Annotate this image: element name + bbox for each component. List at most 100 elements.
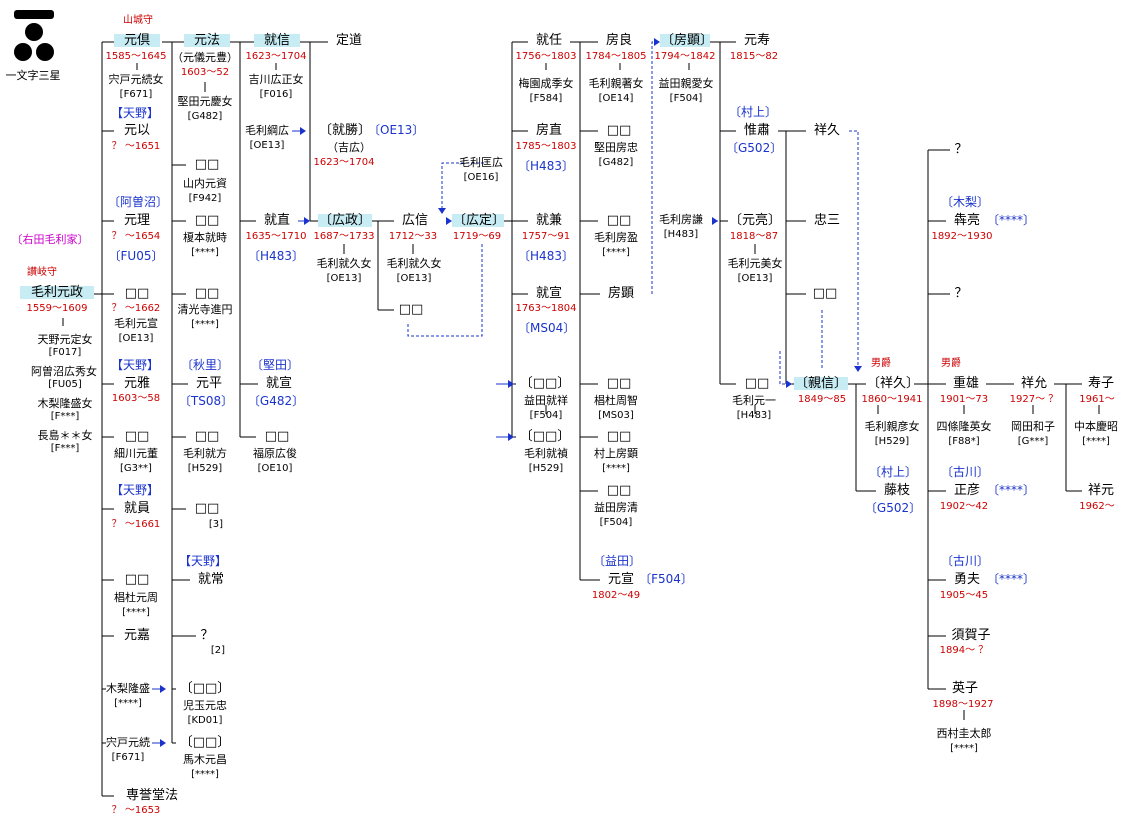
person-yoshimoto[interactable]: 祥元 xyxy=(1082,484,1120,497)
person-motonobu[interactable]: 元宣 xyxy=(600,573,642,586)
spouse-code: [F584] xyxy=(529,93,563,104)
person-motonori[interactable]: 元倶 xyxy=(114,34,160,47)
person-narikatsu[interactable]: 〔就勝〕 xyxy=(316,124,374,137)
adoption-label: 〔村上〕 xyxy=(866,466,920,478)
dates: 1719～69 xyxy=(452,231,502,242)
person-yoshihisa-adopted[interactable]: 〔祥久〕 xyxy=(866,376,920,391)
person-motohisa[interactable]: 元寿 xyxy=(736,34,778,47)
person-daughter[interactable]: □□ xyxy=(186,214,228,227)
person-masahiro[interactable]: 毛利匡広 xyxy=(459,156,503,169)
person-fujie[interactable]: 藤枝 xyxy=(876,484,918,497)
person-narinori[interactable]: 就宣 xyxy=(528,287,570,300)
person-motomasa-ga[interactable]: 元雅 xyxy=(114,377,160,390)
person-masahiko[interactable]: 正彦 xyxy=(946,484,988,497)
person-eiko[interactable]: 英子 xyxy=(946,682,984,695)
person-daughter[interactable]: □□ xyxy=(186,502,228,515)
person-motoyoshi[interactable]: 元嘉 xyxy=(114,629,160,642)
person-child[interactable]: □□ xyxy=(806,287,844,300)
person-motohira[interactable]: 元平 xyxy=(188,377,230,390)
dates: 1962～ xyxy=(1079,501,1115,512)
spouse-code: [G482] xyxy=(187,111,223,122)
person-motomasa-ri[interactable]: 元理 xyxy=(114,214,160,227)
spouse-name: 岡田和子 xyxy=(1011,420,1055,433)
person-daughter[interactable]: 〔□□〕 xyxy=(176,736,234,749)
person-daughter[interactable]: □□ xyxy=(186,158,228,171)
person-unknown[interactable]: ？ xyxy=(950,287,972,300)
spouse-code: [H483] xyxy=(663,229,699,240)
person-shishido[interactable]: 宍戸元続 xyxy=(106,736,150,749)
person-tsunahiro[interactable]: 毛利綱広 xyxy=(245,124,289,137)
person-motomochi[interactable]: 元以 xyxy=(114,124,160,137)
adoption-label: 〔秋里〕 xyxy=(178,359,232,371)
adoption-label: 〔堅田〕 xyxy=(248,359,302,371)
person-narinao[interactable]: 就直 xyxy=(256,214,298,227)
person-isao[interactable]: 勇夫 xyxy=(946,573,988,586)
person-daughter[interactable]: □□ xyxy=(598,377,640,390)
person-narikane[interactable]: 就兼 xyxy=(528,214,570,227)
person-daughter[interactable]: 〔□□〕 xyxy=(516,430,574,443)
person-fusanao[interactable]: 房直 xyxy=(528,124,570,137)
person-sugako[interactable]: 須賀子 xyxy=(946,629,996,642)
person-kiriyoshi[interactable]: 犇亮 xyxy=(946,214,988,227)
person-narikazu[interactable]: 就員 xyxy=(114,502,160,515)
person-motoaki[interactable]: 〔元亮〕 xyxy=(728,213,782,228)
person-motonori-ho[interactable]: 元法 xyxy=(184,34,230,47)
person-hirosada[interactable]: 〔広定〕 xyxy=(452,213,506,228)
person-yoshihisa[interactable]: 祥久 xyxy=(806,124,848,137)
person-korechika[interactable]: 惟肅 xyxy=(736,124,778,137)
person-narito[interactable]: 就任 xyxy=(528,34,570,47)
spouse-code: [****] xyxy=(191,769,219,780)
person-yoshimitsu[interactable]: 祥允 xyxy=(1014,377,1054,390)
person-unknown[interactable]: ？ xyxy=(196,629,218,642)
dates: 1763～1804 xyxy=(515,303,577,314)
person-daughter[interactable]: □□ xyxy=(736,377,778,390)
person-chikanobu[interactable]: 〔親信〕 xyxy=(794,376,848,391)
spouse-code: [H529] xyxy=(187,463,223,474)
adoption-label: 【天野】 xyxy=(110,358,160,372)
person-daughter[interactable]: □□ xyxy=(114,573,160,586)
person-shigeo[interactable]: 重雄 xyxy=(946,377,986,390)
person-daughter[interactable]: □□ xyxy=(186,287,228,300)
person-narijune[interactable]: 就常 xyxy=(190,573,232,586)
solid-connectors xyxy=(62,41,1100,797)
spouse-code: [H483] xyxy=(736,410,772,421)
person-daughter[interactable]: □□ xyxy=(598,484,640,497)
spouse-name: 毛利房盈 xyxy=(594,231,638,244)
person-daughter[interactable]: □□ xyxy=(598,430,640,443)
branch-label: 〔右田毛利家〕 xyxy=(11,233,89,246)
title-label: 男爵 xyxy=(871,358,891,369)
person-fusakane[interactable]: 毛利房謙 xyxy=(659,213,703,226)
adoption-label: 【天野】 xyxy=(110,106,160,120)
person-fusaaki[interactable]: 房顕 xyxy=(600,287,642,300)
person-kinashi[interactable]: 木梨隆盛 xyxy=(106,682,150,695)
adoption-label: 〔阿曽沼〕 xyxy=(108,195,169,209)
dates: 1818～87 xyxy=(729,231,779,242)
person-sadamichi[interactable]: 定道 xyxy=(328,34,370,47)
spouse-name: 益田就祥 xyxy=(524,394,568,407)
spouse-code: [F942] xyxy=(188,193,222,204)
person-daughter[interactable]: 〔□□〕 xyxy=(176,682,234,695)
dates: 1794～1842 xyxy=(654,51,716,62)
person-hiromasa[interactable]: 〔広政〕 xyxy=(318,213,372,228)
person-daughter[interactable]: □□ xyxy=(598,124,640,137)
person-daughter[interactable]: □□ xyxy=(114,430,160,443)
person-child[interactable]: □□ xyxy=(394,303,428,316)
person-hironobu[interactable]: 広信 xyxy=(394,214,436,227)
person-daughter[interactable]: □□ xyxy=(114,287,160,300)
person-motomasa[interactable]: 毛利元政 xyxy=(20,286,94,299)
person-sen[interactable]: 専誉堂法 xyxy=(116,789,188,802)
person-narinobu-sen[interactable]: 就宣 xyxy=(258,377,300,390)
spouse-code: [H529] xyxy=(528,463,564,474)
person-daughter[interactable]: □□ xyxy=(598,214,640,227)
person-unknown[interactable]: ？ xyxy=(950,143,972,156)
person-daughter[interactable]: □□ xyxy=(186,430,228,443)
person-hisako[interactable]: 寿子 xyxy=(1082,377,1120,390)
person-daughter[interactable]: 〔□□〕 xyxy=(516,377,574,390)
person-narinobu[interactable]: 就信 xyxy=(254,34,300,47)
person-fusaaki-adopted[interactable]: 〔房顕〕 xyxy=(660,33,714,48)
person-daughter[interactable]: □□ xyxy=(256,430,298,443)
person-fusayoshi[interactable]: 房良 xyxy=(598,34,640,47)
family-code: 〔G502〕 xyxy=(864,501,922,515)
dates: ？ ～1651 xyxy=(111,141,161,152)
person-chuzo[interactable]: 忠三 xyxy=(806,214,848,227)
